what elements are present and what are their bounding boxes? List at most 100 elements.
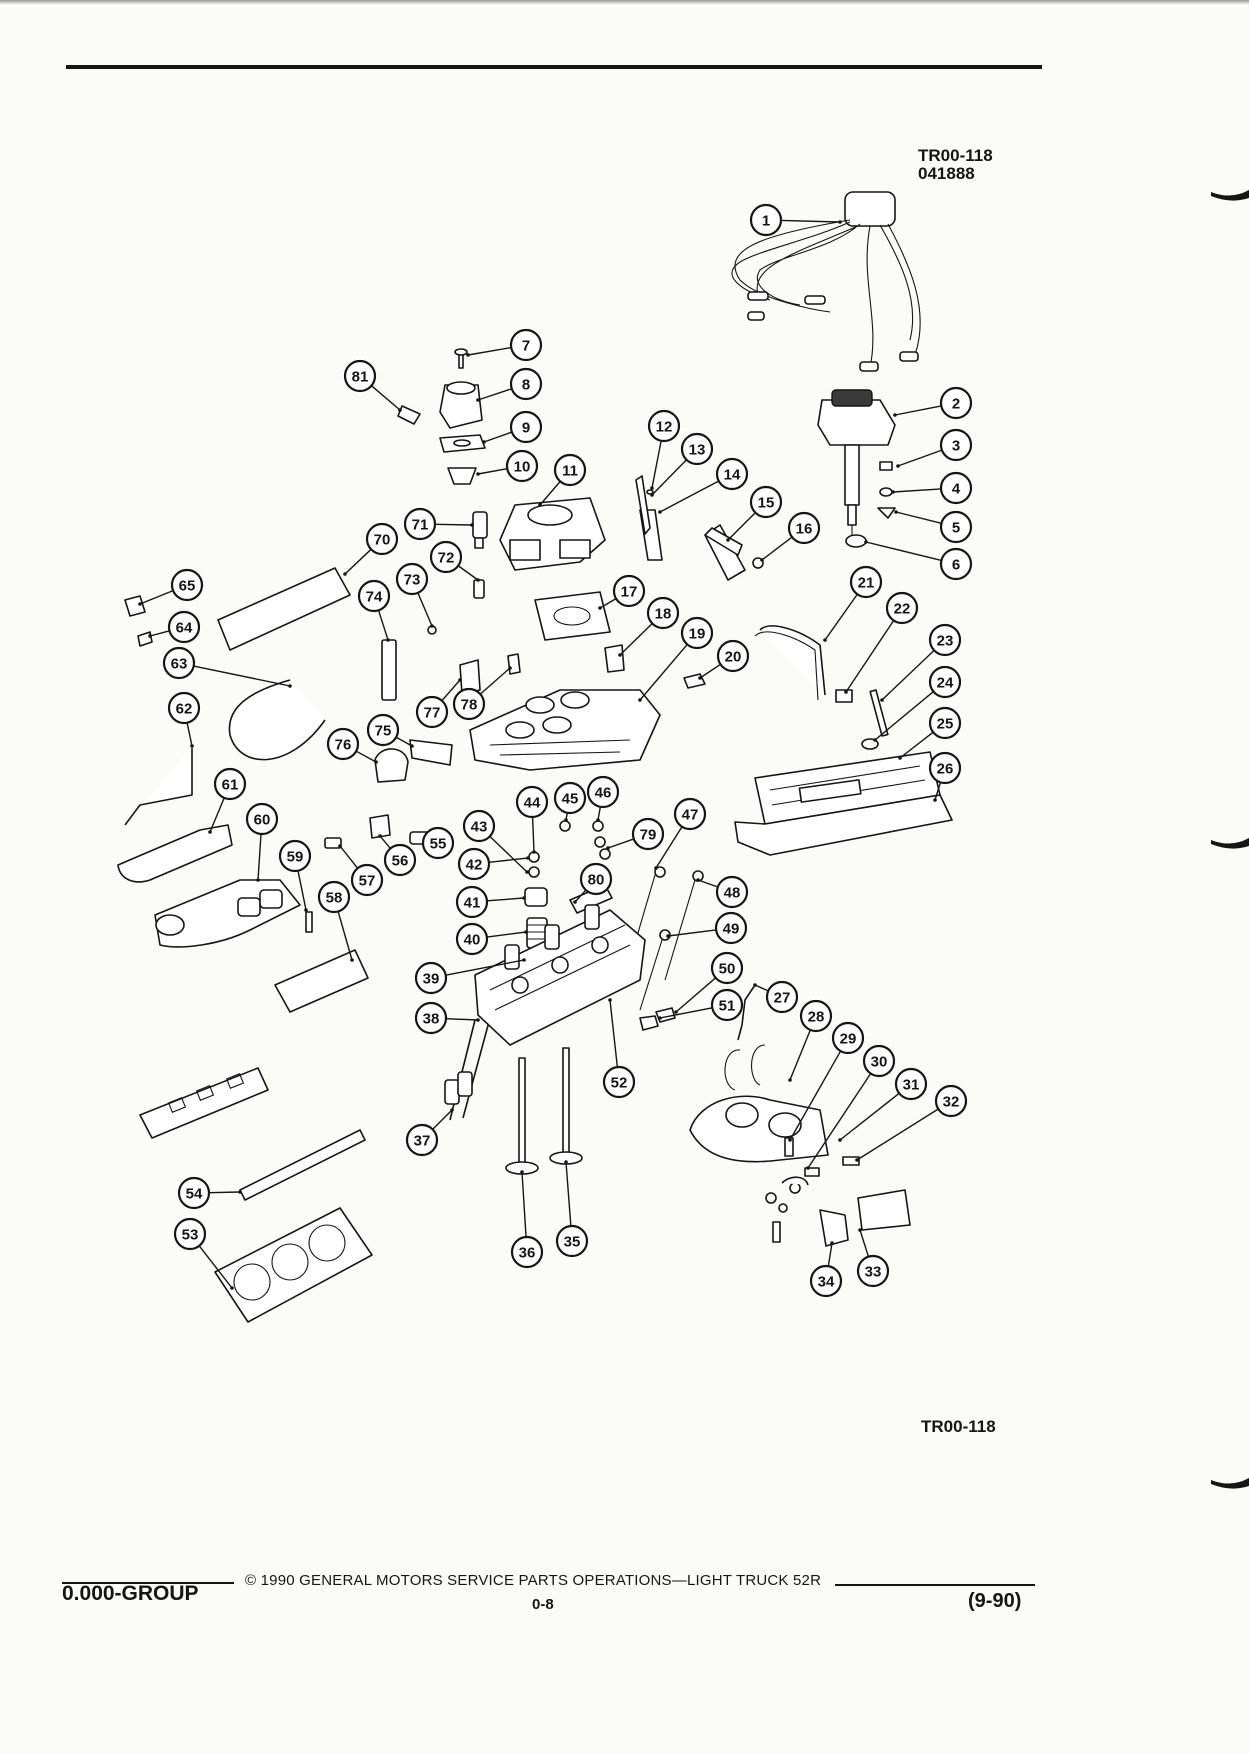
callout-number: 28 <box>808 1009 825 1026</box>
callout-circle <box>415 695 449 729</box>
leader-arrowhead <box>838 220 842 224</box>
leader-arrowhead <box>650 493 654 497</box>
callout-circle <box>553 781 587 815</box>
leader-arrowhead <box>650 486 654 490</box>
page-number: 0-8 <box>532 1596 554 1613</box>
temperature-sender <box>397 405 421 425</box>
leader-arrowhead <box>338 844 342 848</box>
callout-number: 33 <box>865 1264 882 1281</box>
leader-line <box>257 833 262 881</box>
callout-number: 9 <box>522 420 530 437</box>
callout-circle <box>343 359 377 393</box>
callout-circle <box>928 706 962 740</box>
callout-number: 78 <box>461 697 478 714</box>
callout-36: 36 <box>510 1235 544 1269</box>
leader-arrowhead <box>788 1138 792 1142</box>
leader-arrowhead <box>698 676 702 680</box>
callout-circle <box>647 409 681 443</box>
callout-43: 43 <box>462 809 496 843</box>
callout-circle <box>555 1224 589 1258</box>
callout-number: 8 <box>522 377 530 394</box>
callout-number: 1 <box>762 213 770 230</box>
callout-number: 17 <box>621 584 638 601</box>
leader-arrowhead <box>304 908 308 912</box>
throttle-bracket <box>704 524 764 581</box>
callout-21: 21 <box>849 565 883 599</box>
leader-line <box>565 1161 572 1227</box>
callout-number: 81 <box>352 369 369 386</box>
callout-number: 48 <box>724 885 741 902</box>
leader-line <box>395 736 413 747</box>
leader-arrowhead <box>658 1016 662 1020</box>
callout-circle <box>939 547 973 581</box>
callout-28: 28 <box>799 999 833 1033</box>
callout-32: 32 <box>934 1084 968 1118</box>
leader-line <box>874 691 934 741</box>
egr-valve <box>374 739 453 783</box>
callout-number: 59 <box>287 849 304 866</box>
leader-arrowhead <box>520 1170 524 1174</box>
callout-number: 36 <box>519 1245 536 1262</box>
callout-circle <box>350 863 384 897</box>
leader-line <box>659 1007 713 1019</box>
callout-circle <box>509 367 543 401</box>
callout-number: 21 <box>858 575 875 592</box>
callout-18: 18 <box>646 596 680 630</box>
leader-arrowhead <box>830 1241 834 1245</box>
callout-number: 22 <box>894 601 911 618</box>
callout-circle <box>457 847 491 881</box>
oxygen-sensor <box>124 595 153 647</box>
leader-arrowhead <box>898 756 902 760</box>
leader-arrowhead <box>476 1018 480 1022</box>
leader-line <box>489 835 528 873</box>
leader-arrowhead <box>450 1108 454 1112</box>
leader-line <box>599 597 617 609</box>
leader-arrowhead <box>410 744 414 748</box>
callout-72: 72 <box>429 540 463 574</box>
callout-number: 50 <box>719 961 736 978</box>
footer-rule-left <box>62 1582 234 1584</box>
callout-40: 40 <box>455 922 489 956</box>
callout-circle <box>395 562 429 596</box>
callout-circle <box>856 1254 890 1288</box>
leader-arrowhead <box>522 896 526 900</box>
callout-34: 34 <box>809 1264 843 1298</box>
leader-arrowhead <box>806 1166 810 1170</box>
leader-line <box>856 1108 939 1161</box>
callout-circle <box>414 1001 448 1035</box>
callout-number: 5 <box>952 520 960 537</box>
leader-line <box>609 999 619 1068</box>
callout-81: 81 <box>343 359 377 393</box>
leader-arrowhead <box>524 930 528 934</box>
leader-line <box>597 806 602 821</box>
callout-number: 65 <box>179 578 196 595</box>
callout-number: 53 <box>182 1227 199 1244</box>
callout-number: 26 <box>937 761 954 778</box>
callout-24: 24 <box>928 665 962 699</box>
callout-circle <box>862 1044 896 1078</box>
leader-arrowhead <box>564 1160 568 1164</box>
leader-arrowhead <box>430 624 434 628</box>
callout-52: 52 <box>602 1065 636 1099</box>
callout-number: 43 <box>471 819 488 836</box>
leader-arrowhead <box>138 602 142 606</box>
callout-number: 6 <box>952 557 960 574</box>
callout-number: 3 <box>952 438 960 455</box>
callout-33: 33 <box>856 1254 890 1288</box>
callout-78: 78 <box>452 687 486 721</box>
callout-74: 74 <box>357 579 391 613</box>
leader-arrowhead <box>190 744 194 748</box>
leader-arrowhead <box>288 684 292 688</box>
head-gasket <box>214 1207 373 1323</box>
callout-12: 12 <box>647 409 681 443</box>
callout-circle <box>170 568 204 602</box>
leader-line <box>894 405 942 416</box>
callout-circle <box>715 457 749 491</box>
binder-tab-mark <box>1211 838 1249 852</box>
leader-arrowhead <box>658 510 662 514</box>
callout-circle <box>894 1067 928 1101</box>
callout-number: 14 <box>724 467 741 484</box>
leader-arrowhead <box>596 818 600 822</box>
callout-number: 44 <box>524 795 541 812</box>
leader-arrowhead <box>638 698 642 702</box>
